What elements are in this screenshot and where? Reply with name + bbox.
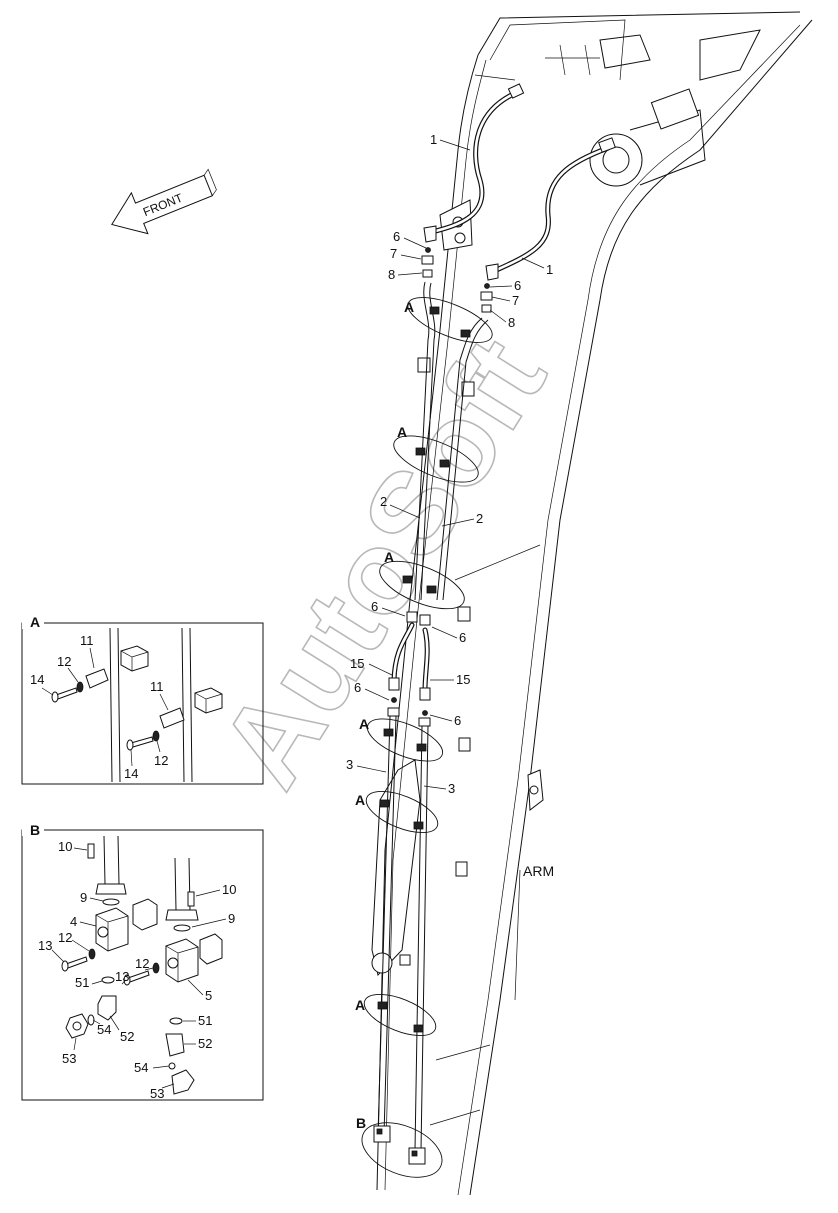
pipe-3-right: [414, 725, 429, 1151]
b-callout-12-right: 12: [135, 956, 149, 971]
a-callout-11-left: 11: [80, 633, 94, 648]
view-b-main: B: [356, 1115, 366, 1131]
callout-6-ll: 6: [354, 680, 361, 695]
b-callout-13-right: 13: [115, 969, 129, 984]
view-a-3: A: [384, 549, 394, 565]
b-callout-51-right: 51: [198, 1013, 212, 1028]
b-callout-9-right: 9: [228, 911, 235, 926]
detail-a-title: A: [30, 614, 40, 630]
b-callout-12-left: 12: [58, 930, 72, 945]
callout-15-left: 15: [350, 656, 364, 671]
front-arrow: FRONT: [111, 168, 217, 235]
b-callout-52-left: 52: [120, 1029, 134, 1044]
a-callout-14-left: 14: [30, 672, 44, 687]
callout-2-right: 2: [476, 511, 483, 526]
callout-6-mr: 6: [459, 630, 466, 645]
a-callout-14-right: 14: [124, 766, 138, 781]
callout-8-ur: 8: [508, 315, 515, 330]
arm-label: ARM: [523, 863, 554, 879]
b-callout-53-left: 53: [62, 1051, 76, 1066]
callout-7-ul: 7: [390, 246, 397, 261]
a-callout-11-right: 11: [150, 679, 164, 694]
callout-1-left: 1: [430, 132, 437, 147]
b-callout-4: 4: [70, 914, 77, 929]
view-a-1: A: [404, 299, 414, 315]
view-a-2: A: [397, 424, 407, 440]
hose-1-left: [423, 83, 525, 243]
view-a-6: A: [355, 997, 365, 1013]
arm-body: [371, 11, 813, 1196]
detail-b-panel: B: [21, 822, 264, 1101]
callout-3-left: 3: [346, 757, 353, 772]
detail-b-title: B: [30, 822, 40, 838]
front-label: FRONT: [141, 190, 185, 219]
a-callout-12-left: 12: [57, 654, 71, 669]
b-callout-9-left: 9: [80, 890, 87, 905]
callouts-main: 1 1 6 7 8 6 7 8 A A A A A A B 2 2 6 6 15…: [346, 132, 553, 1131]
callout-15-right: 15: [456, 672, 470, 687]
clamp-group-a: [363, 297, 493, 1037]
view-a-4: A: [359, 716, 369, 732]
callout-6-lr: 6: [454, 713, 461, 728]
callout-7-ur: 7: [512, 293, 519, 308]
detail-a-panel: A 11 12 14 11 14 12: [21, 614, 264, 785]
hose-15-left: [391, 622, 415, 683]
hose-1-right: [485, 137, 616, 281]
b-callout-53-right: 53: [150, 1086, 164, 1101]
fittings-middle: [387, 611, 431, 727]
hose-15-right: [422, 627, 430, 693]
b-callout-10-right: 10: [222, 882, 236, 897]
b-callout-54-right: 54: [134, 1060, 148, 1075]
view-a-5: A: [355, 792, 365, 808]
pipe-end-group-b: [361, 1122, 443, 1178]
pipe-3-left: [377, 715, 397, 1136]
callout-6-ml: 6: [371, 599, 378, 614]
callout-2-left: 2: [380, 494, 387, 509]
b-callout-13-left: 13: [38, 938, 52, 953]
callout-6-ur: 6: [514, 278, 521, 293]
b-callout-54-left: 54: [97, 1022, 111, 1037]
b-callout-10-left: 10: [58, 839, 72, 854]
callout-3-right: 3: [448, 781, 455, 796]
callout-1-right: 1: [546, 262, 553, 277]
callout-6-ul: 6: [393, 229, 400, 244]
b-callout-5: 5: [205, 988, 212, 1003]
b-callout-51-left: 51: [75, 975, 89, 990]
fittings-upper-right: [480, 283, 493, 313]
fittings-upper-left: [421, 247, 434, 278]
callout-8-ul: 8: [388, 267, 395, 282]
b-callout-52-right: 52: [198, 1036, 212, 1051]
a-callout-12-right: 12: [154, 753, 168, 768]
